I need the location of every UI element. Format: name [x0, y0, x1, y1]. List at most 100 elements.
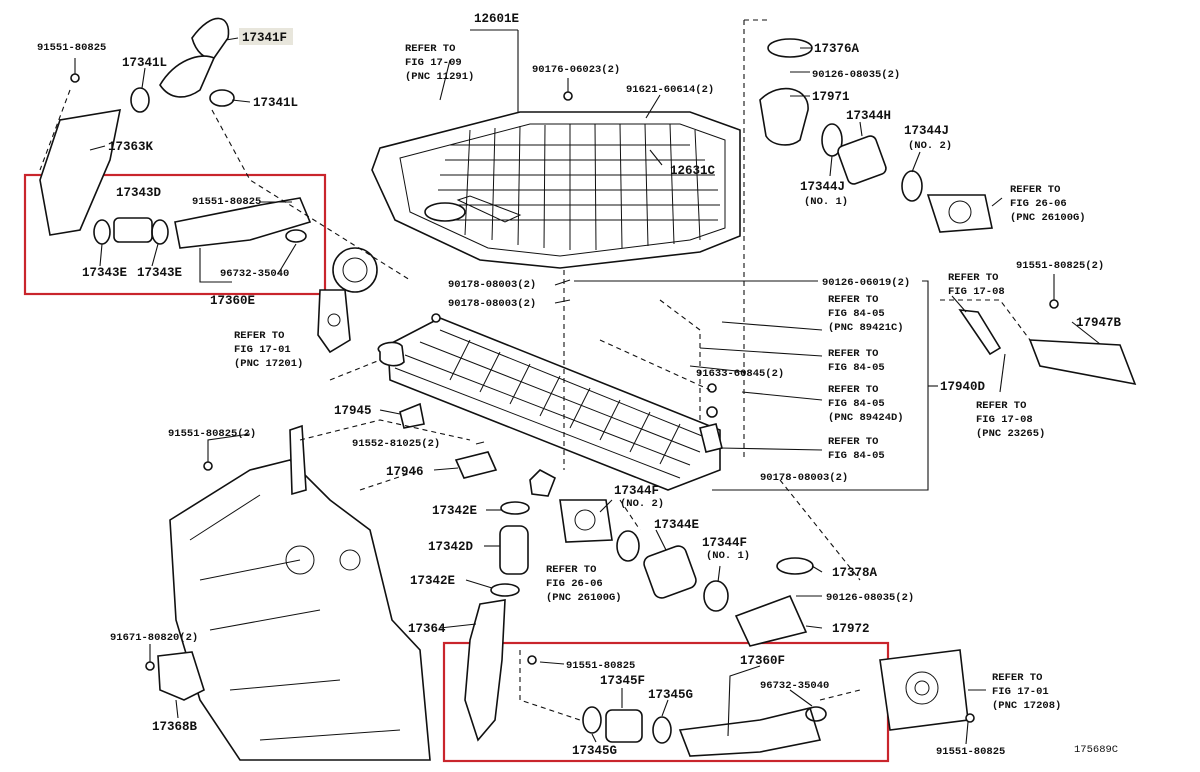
refer-89421c-line1: REFER TO [828, 294, 878, 306]
label-17344f-no2-part: 17344F [614, 484, 659, 498]
refer-8405-a: REFER TO FIG 84-05 [828, 348, 885, 374]
label-17343e-b: 17343E [137, 266, 182, 280]
label-17344j-no2-qual: (NO. 2) [908, 140, 952, 152]
label-17343e-a: 17343E [82, 266, 127, 280]
label-17342e-a: 17342E [432, 504, 477, 518]
label-17344f-no1-part: 17344F [702, 536, 747, 550]
label-90176-06023: 90176-06023(2) [532, 64, 620, 76]
refer-17201-line2: FIG 17-01 [234, 344, 291, 356]
leader-lines [74, 29, 1101, 745]
label-90178-08003-b: 90178-08003(2) [448, 298, 536, 310]
refer-11291-line2: FIG 17-09 [405, 57, 462, 69]
refer-89424d-line1: REFER TO [828, 384, 878, 396]
label-91633-60845: 91633-60845(2) [696, 368, 784, 380]
refer-11291-line3: (PNC 11291) [405, 71, 474, 83]
refer-89421c-line3: (PNC 89421C) [828, 322, 904, 334]
refer-11291-line1: REFER TO [405, 43, 455, 55]
label-17360f: 17360F [740, 654, 785, 668]
turbo-right [879, 649, 969, 731]
refer-8405-b-line2: FIG 84-05 [828, 450, 885, 462]
label-91621-60614: 91621-60614(2) [626, 84, 714, 96]
refer-8405-b-line1: REFER TO [828, 436, 878, 448]
label-17344j-no1: 17344J (NO. 1) [800, 180, 848, 208]
engine-cover-12601e [371, 111, 741, 269]
label-17363k: 17363K [108, 140, 154, 154]
refer-11291: REFER TO FIG 17-09 (PNC 11291) [405, 43, 474, 83]
label-17378a: 17378A [832, 566, 878, 580]
dashed-assembly-lines [39, 19, 1031, 721]
label-17344f-no1: 17344F (NO. 1) [702, 536, 750, 562]
label-91552-81025: 91552-81025(2) [352, 438, 440, 450]
label-17344h: 17344H [846, 109, 891, 123]
refer-1708-a-line2: FIG 17-08 [948, 286, 1005, 298]
label-17343d: 17343D [116, 186, 162, 200]
label-17947b: 17947B [1076, 316, 1122, 330]
label-17341l-a: 17341L [122, 56, 167, 70]
part-labels: 17341F 91551-80825 17341L 17341L 17363K … [37, 12, 1122, 758]
refer-26100g-top-line3: (PNC 26100G) [1010, 212, 1086, 224]
label-17345f: 17345F [600, 674, 645, 688]
label-91551-80825-left2: 91551-80825(2) [168, 428, 256, 440]
refer-17208-line2: FIG 17-01 [992, 686, 1049, 698]
label-91551-80825-bottom-right: 91551-80825 [936, 746, 1005, 758]
label-17344e: 17344E [654, 518, 699, 532]
engine-block [169, 459, 431, 761]
intercooler-assembly [377, 317, 723, 497]
refer-89424d: REFER TO FIG 84-05 (PNC 89424D) [828, 384, 904, 424]
refer-26100g-bot-line2: FIG 26-06 [546, 578, 603, 590]
brackets-and-bolts [70, 73, 1137, 723]
refer-17201-line3: (PNC 17201) [234, 358, 303, 370]
refer-8405-b: REFER TO FIG 84-05 [828, 436, 885, 462]
refer-89424d-line2: FIG 84-05 [828, 398, 885, 410]
label-90178-08003-c: 90178-08003(2) [760, 472, 848, 484]
refer-8405-a-line1: REFER TO [828, 348, 878, 360]
label-17342e-b: 17342E [410, 574, 455, 588]
refer-26100g-top-line2: FIG 26-06 [1010, 198, 1067, 210]
label-17971: 17971 [812, 90, 850, 104]
label-17344j-no1-part: 17344J [800, 180, 845, 194]
turbo-left [317, 247, 378, 354]
highlight-box-upper-left [23, 173, 327, 296]
label-17341l-b: 17341L [253, 96, 298, 110]
label-12601e: 12601E [474, 12, 519, 26]
label-90126-08035-top: 90126-08035(2) [812, 69, 900, 81]
label-17344f-no1-qual: (NO. 1) [706, 550, 750, 562]
label-17345g-a: 17345G [648, 688, 693, 702]
refer-8405-a-line2: FIG 84-05 [828, 362, 885, 374]
refer-17208-line1: REFER TO [992, 672, 1042, 684]
refer-89421c: REFER TO FIG 84-05 (PNC 89421C) [828, 294, 904, 334]
refer-23265-line3: (PNC 23265) [976, 428, 1045, 440]
label-17368b: 17368B [152, 720, 198, 734]
label-17972: 17972 [832, 622, 870, 636]
label-17940d: 17940D [940, 380, 986, 394]
label-17344j-no2: 17344J (NO. 2) [904, 124, 952, 152]
figure-id: 175689C [1074, 744, 1118, 756]
refer-23265-line2: FIG 17-08 [976, 414, 1033, 426]
refer-17201-line1: REFER TO [234, 330, 284, 342]
refer-26100g-bot-line1: REFER TO [546, 564, 596, 576]
label-17344f-no2-qual: (NO. 2) [620, 498, 664, 510]
label-17344f-no2: 17344F (NO. 2) [614, 484, 664, 510]
label-17342d: 17342D [428, 540, 474, 554]
label-91551-80825-box1: 91551-80825 [192, 196, 261, 208]
label-91671-80820: 91671-80820(2) [110, 632, 198, 644]
refer-23265: REFER TO FIG 17-08 (PNC 23265) [976, 400, 1045, 440]
label-17344j-no2-part: 17344J [904, 124, 949, 138]
refer-17201: REFER TO FIG 17-01 (PNC 17201) [234, 330, 303, 370]
label-96732-35040-a: 96732-35040 [220, 268, 289, 280]
refer-26100g-top-line1: REFER TO [1010, 184, 1060, 196]
label-17341f: 17341F [242, 31, 287, 45]
label-17364: 17364 [408, 622, 446, 636]
refer-1708-a-line1: REFER TO [948, 272, 998, 284]
label-17344j-no1-qual: (NO. 1) [804, 196, 848, 208]
highlight-box-lower [442, 641, 890, 763]
hose-parts [39, 17, 923, 757]
label-91551-80825-top-left: 91551-80825 [37, 42, 106, 54]
label-90126-08035-bot: 90126-08035(2) [826, 592, 914, 604]
refer-17208: REFER TO FIG 17-01 (PNC 17208) [992, 672, 1061, 712]
refer-26100g-top: REFER TO FIG 26-06 (PNC 26100G) [1010, 184, 1086, 224]
refer-89424d-line3: (PNC 89424D) [828, 412, 904, 424]
throttle-body-mid [559, 499, 613, 543]
